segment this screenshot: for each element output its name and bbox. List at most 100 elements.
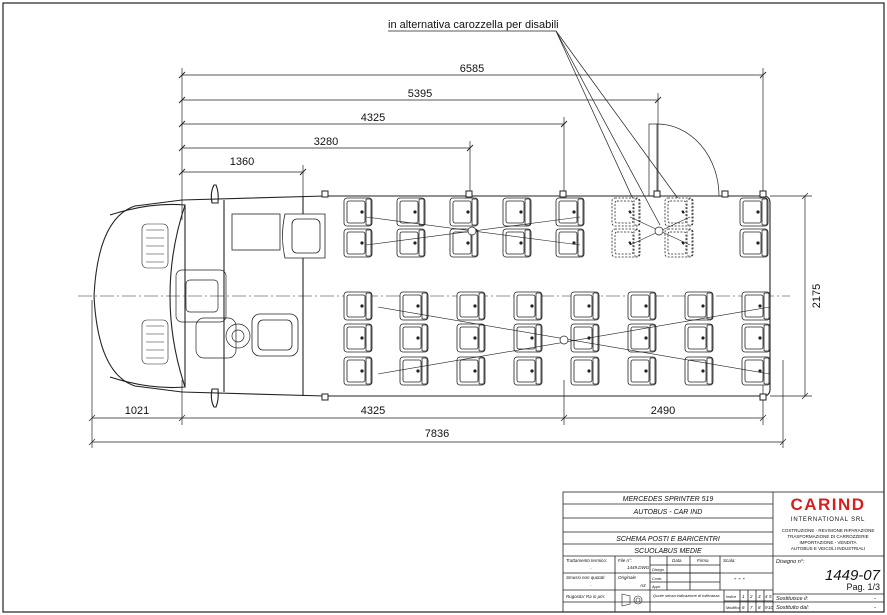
- centroid-markers: [467, 226, 664, 345]
- passenger-seat: [456, 323, 486, 353]
- index-a-5: 5: [769, 594, 772, 599]
- trattamento-label: Trattamento termico:: [566, 558, 608, 563]
- index-a-1: 1: [742, 594, 745, 599]
- dim-bottom-4325: 4325: [361, 405, 385, 417]
- index-b-6: 6: [742, 605, 745, 610]
- index-a-3: 3: [758, 594, 761, 599]
- annotation-label: in alternativa carozzella per disabili: [388, 19, 559, 31]
- index-b-8: 8: [758, 605, 761, 610]
- passenger-seats: [343, 197, 771, 386]
- dim-bottom-1021: 1021: [125, 405, 149, 417]
- passenger-seat: [343, 356, 373, 386]
- title-category: SCUOLABUS MEDIE: [634, 548, 702, 555]
- dim-bottom-2490: 2490: [651, 405, 675, 417]
- firma-label: Firma: [697, 558, 709, 563]
- dim-top-3280: 3280: [314, 136, 338, 148]
- appr-label: Appr.: [651, 585, 661, 589]
- passenger-seat: [343, 197, 373, 227]
- passenger-seat: [343, 228, 373, 258]
- dim-width-2175: 2175: [811, 284, 823, 308]
- dim-top-4325: 4325: [361, 112, 385, 124]
- passenger-seat: [502, 228, 532, 258]
- scala-label: Scala:: [723, 558, 736, 563]
- frame-marks: [321, 190, 767, 401]
- passenger-seat: [502, 197, 532, 227]
- door-swing: [648, 123, 720, 197]
- modifica-label: Modifica: [726, 606, 740, 610]
- company-line-2: TRASFORMAZIONE DI CARROZZERIE: [787, 534, 868, 539]
- page-number: Pag. 1/3: [846, 582, 880, 592]
- dim-top-6585: 6585: [460, 63, 484, 75]
- originale-label: Originale: [618, 575, 637, 580]
- annotation-leaders: [555, 30, 691, 226]
- company-logo-text: CARIND: [790, 495, 865, 514]
- passenger-seat: [627, 356, 657, 386]
- disegno-number: 1449-07: [825, 567, 881, 584]
- index-b-9: 9: [765, 605, 768, 610]
- passenger-seat: [627, 291, 657, 321]
- passenger-seat: [513, 291, 543, 321]
- rugosita-label: Rugosita' Ra in μm:: [566, 594, 606, 599]
- company-line-1: COSTRUZIONE - REVISIONE RIPARAZIONE: [782, 528, 875, 533]
- quote-label: Quote senza indicazione di tolleranza: [653, 593, 720, 598]
- guide-seat-and-dashboard-box: [231, 213, 326, 259]
- index-b-10: 10: [768, 605, 774, 610]
- sostituisce-value: -: [874, 596, 876, 602]
- company-line-3: IMPORTAZIONE - VENDITA: [799, 540, 856, 545]
- dim-top-5395: 5395: [408, 88, 432, 100]
- passenger-seat: [343, 323, 373, 353]
- disegno-label: Disegno n°:: [776, 559, 805, 565]
- company-logo-subtext: INTERNATIONAL SRL: [791, 517, 865, 523]
- passenger-seat: [684, 323, 714, 353]
- title-model: MERCEDES SPRINTER 519: [623, 496, 714, 503]
- passenger-seat: [741, 323, 771, 353]
- index-b-7: 7: [750, 605, 753, 610]
- passenger-seat: [555, 197, 585, 227]
- data-label: Data: [672, 558, 682, 563]
- passenger-seat: [684, 356, 714, 386]
- passenger-seat: [684, 291, 714, 321]
- passenger-seat: [399, 323, 429, 353]
- trattamento-value: -: [590, 566, 592, 571]
- passenger-seat: [456, 356, 486, 386]
- company-line-4: AUTOBUS E VEICOLI INDUSTRIALI: [791, 546, 865, 551]
- index-a-4: 4: [765, 594, 768, 599]
- title-block: MERCEDES SPRINTER 519 AUTOBUS - CAR IND …: [562, 491, 885, 613]
- dashboard: [175, 269, 251, 359]
- passenger-seat: [739, 197, 769, 227]
- front-grille: [141, 223, 169, 365]
- sostituito-label: Sostituito dal:: [776, 605, 809, 611]
- passenger-seat: [611, 197, 641, 227]
- passenger-seat: [570, 323, 600, 353]
- sostituisce-label: Sostituisce il:: [776, 596, 809, 602]
- passenger-seat: [399, 356, 429, 386]
- indice-label: Indice: [726, 595, 736, 599]
- dim-top-1360: 1360: [230, 156, 254, 168]
- passenger-seat: [555, 228, 585, 258]
- passenger-seat: [611, 228, 641, 258]
- passenger-seat: [343, 291, 373, 321]
- driver-seat: [251, 313, 299, 357]
- passenger-seat: [741, 356, 771, 386]
- passenger-seat: [456, 291, 486, 321]
- file-label: File n°:: [618, 558, 633, 563]
- smussi-value: -: [590, 583, 592, 588]
- passenger-seat: [739, 228, 769, 258]
- passenger-seat: [513, 356, 543, 386]
- title-scheme: SCHEMA POSTI E BARICENTRI: [616, 536, 720, 543]
- projection-symbol-icon: [621, 593, 643, 607]
- passenger-seat: [627, 323, 657, 353]
- passenger-seat: [396, 228, 426, 258]
- title-variant: AUTOBUS - CAR IND: [633, 509, 703, 516]
- passenger-seat: [449, 197, 479, 227]
- passenger-seat: [513, 323, 543, 353]
- width-dimension: [770, 192, 812, 400]
- passenger-seat: [664, 197, 694, 227]
- index-a-2: 2: [749, 594, 753, 599]
- top-dimension-ticks: [178, 71, 767, 176]
- file-value: 1449.DWG: [627, 565, 650, 570]
- passenger-seat: [396, 197, 426, 227]
